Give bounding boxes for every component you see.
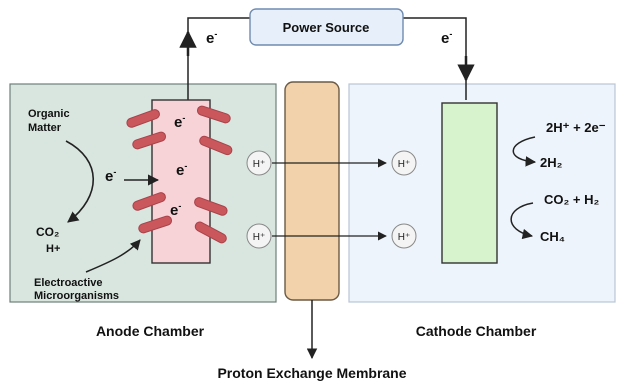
- cathode-chamber-label: Cathode Chamber: [416, 323, 537, 339]
- reaction1-arrow: [512, 136, 537, 167]
- reaction2-reactants: CO₂ + H₂: [544, 192, 599, 207]
- h-plus-label: H+: [46, 243, 60, 255]
- anode-electron-label: e-: [105, 167, 116, 185]
- proton-exchange-membrane: [284, 81, 340, 301]
- co2-label: CO₂: [36, 225, 59, 239]
- oxidation-arrow: [65, 140, 94, 223]
- microbe-rod: [132, 192, 166, 211]
- reaction2-product: CH₄: [540, 229, 565, 244]
- microbe-pointer-arrow: [85, 239, 141, 273]
- power-source-box: [249, 8, 404, 46]
- microbe-rod: [196, 105, 231, 124]
- microbe-rod: [199, 135, 233, 156]
- wire-electron-left: e-: [206, 29, 217, 47]
- reaction1-product: 2H₂: [540, 155, 563, 170]
- proton-cathode-2-label: H⁺: [398, 232, 411, 243]
- microbe-rod: [138, 215, 173, 234]
- proton-anode-1-label: H⁺: [253, 159, 266, 170]
- wire-electron-right: e-: [441, 29, 452, 47]
- proton-anode-2: [246, 223, 272, 249]
- microbes: [126, 105, 233, 244]
- microbe-rod: [126, 109, 160, 128]
- proton-cathode-2: [391, 223, 417, 249]
- proton-anode-2-label: H⁺: [253, 232, 266, 243]
- proton-cathode-1: [391, 150, 417, 176]
- microbe-rod: [132, 131, 167, 150]
- proton-cathode-1-label: H⁺: [398, 159, 411, 170]
- reaction2-arrow: [510, 202, 534, 240]
- microbe-rod: [194, 197, 228, 216]
- cathode-electrode: [441, 102, 498, 264]
- proton-anode-1: [246, 150, 272, 176]
- wire-left: [187, 17, 250, 100]
- power-source-label: Power Source: [283, 20, 370, 35]
- microbe-rod: [194, 221, 227, 244]
- membrane-label: Proton Exchange Membrane: [217, 365, 406, 381]
- microorganisms-label: Electroactive Microorganisms: [34, 277, 119, 302]
- reaction1-reactants: 2H⁺ + 2e⁻: [546, 120, 606, 135]
- electrode-electron-3: e-: [170, 201, 181, 219]
- anode-chamber-label: Anode Chamber: [96, 323, 205, 339]
- organic-matter-label: Organic Matter: [28, 108, 73, 134]
- anode-electrode: [151, 99, 211, 264]
- electrode-electron-2: e-: [176, 161, 187, 179]
- electrode-electron-1: e-: [174, 113, 185, 131]
